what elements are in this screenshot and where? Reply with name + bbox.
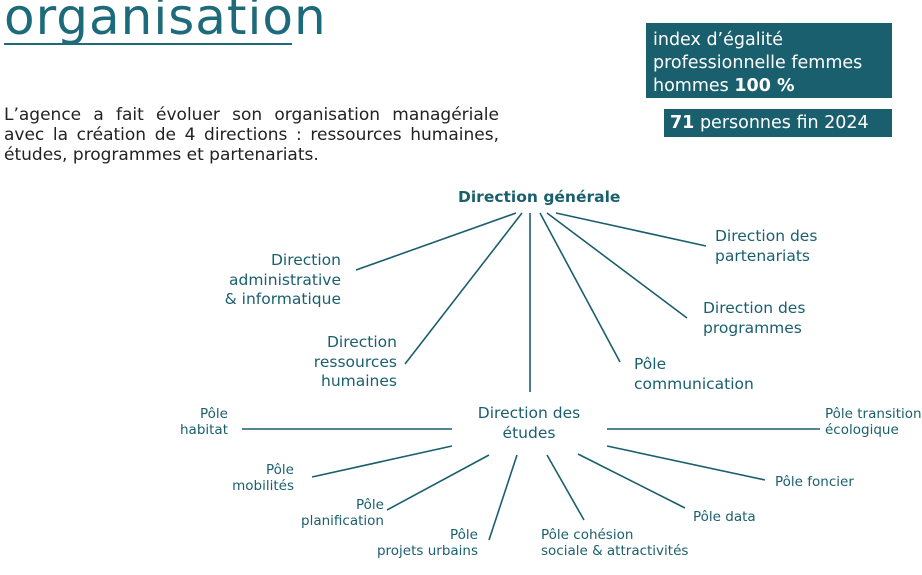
title-underline — [4, 43, 292, 45]
headcount-value: 71 — [670, 113, 695, 133]
link-partenariats — [555, 212, 707, 247]
headcount-label: personnes fin 2024 — [699, 113, 869, 133]
link-cohesion — [546, 454, 585, 521]
intro-paragraph: L’agence a fait évoluer son organisation… — [4, 105, 499, 165]
link-foncier — [606, 445, 766, 481]
equality-index-label: index d’égalité professionnelle femmes h… — [653, 30, 863, 96]
link-planification — [386, 454, 490, 511]
headcount-badge: 71 personnes fin 2024 — [664, 109, 892, 137]
link-communication — [539, 212, 621, 363]
equality-index-value: 100 % — [734, 76, 795, 96]
node-pole-data: Pôle data — [693, 509, 756, 525]
link-mobilites — [311, 445, 453, 478]
equality-index-badge: index d’égalité professionnelle femmes h… — [646, 23, 892, 98]
link-data — [577, 453, 686, 509]
link-programmes — [546, 212, 688, 319]
link-rh — [404, 212, 523, 365]
node-pole-foncier: Pôle foncier — [775, 474, 854, 490]
link-projets-urbains — [488, 454, 518, 541]
link-admin — [355, 212, 517, 271]
node-direction-generale: Direction générale — [458, 188, 621, 206]
page-title: organisation — [4, 0, 327, 46]
